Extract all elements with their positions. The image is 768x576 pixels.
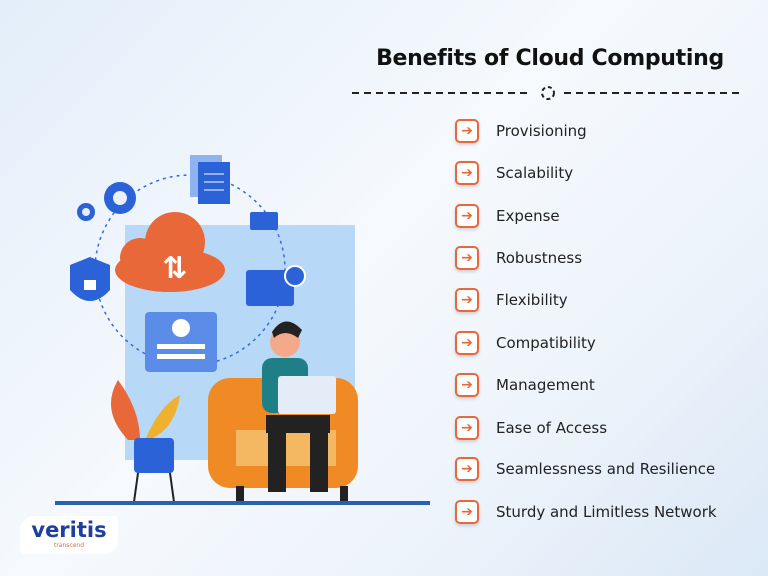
- svg-text:⇅: ⇅: [162, 251, 187, 286]
- list-item-label: Seamlessness and Resilience: [496, 460, 716, 478]
- list-item-label: Scalability: [496, 164, 574, 182]
- list-item-label: Sturdy and Limitless Network: [496, 503, 717, 521]
- arrow-right-icon: ➔: [455, 288, 479, 312]
- logo-name: veritis: [31, 518, 107, 542]
- list-item: ➔ Sturdy and Limitless Network: [455, 499, 717, 525]
- list-item: ➔ Expense: [455, 203, 560, 229]
- list-item-label: Flexibility: [496, 291, 568, 309]
- veritis-logo: veritis transcend: [20, 516, 118, 554]
- arrow-right-icon: ➔: [455, 500, 479, 524]
- arrow-right-icon: ➔: [455, 246, 479, 270]
- title-divider: [352, 86, 744, 100]
- gear-icon: [77, 182, 136, 221]
- arrow-right-icon: ➔: [455, 373, 479, 397]
- list-item-label: Provisioning: [496, 122, 587, 140]
- shield-lock-icon: [70, 257, 110, 301]
- plant-icon: [110, 380, 180, 503]
- list-item: ➔ Robustness: [455, 245, 582, 271]
- cloud-computing-illustration: ⇅: [55, 155, 430, 505]
- list-item: ➔ Provisioning: [455, 118, 587, 144]
- arrow-right-icon: ➔: [455, 204, 479, 228]
- list-item-label: Expense: [496, 207, 560, 225]
- person-with-laptop: [262, 321, 336, 492]
- list-item: ➔ Management: [455, 372, 595, 398]
- arrow-right-icon: ➔: [455, 331, 479, 355]
- list-item-label: Ease of Access: [496, 419, 608, 437]
- login-window-icon: [145, 312, 217, 372]
- arrow-right-icon: ➔: [455, 119, 479, 143]
- arrow-right-icon: ➔: [455, 457, 479, 481]
- page-title: Benefits of Cloud Computing: [376, 46, 724, 71]
- folder-lock-icon: [246, 265, 306, 306]
- list-item: ➔ Ease of Access: [455, 415, 607, 441]
- arrow-right-icon: ➔: [455, 416, 479, 440]
- list-item: ➔ Compatibility: [455, 330, 596, 356]
- list-item: ➔ Flexibility: [455, 287, 568, 313]
- cloud-icon: ⇅: [115, 212, 225, 292]
- arrow-right-icon: ➔: [455, 161, 479, 185]
- card-icon: [250, 212, 278, 230]
- list-item: ➔ Scalability: [455, 160, 573, 186]
- list-item: ➔ Seamlessness and Resilience: [455, 456, 715, 482]
- documents-icon: [190, 155, 230, 204]
- list-item-label: Management: [496, 376, 595, 394]
- logo-tagline: transcend: [53, 542, 85, 549]
- list-item-label: Compatibility: [496, 334, 596, 352]
- list-item-label: Robustness: [496, 249, 583, 267]
